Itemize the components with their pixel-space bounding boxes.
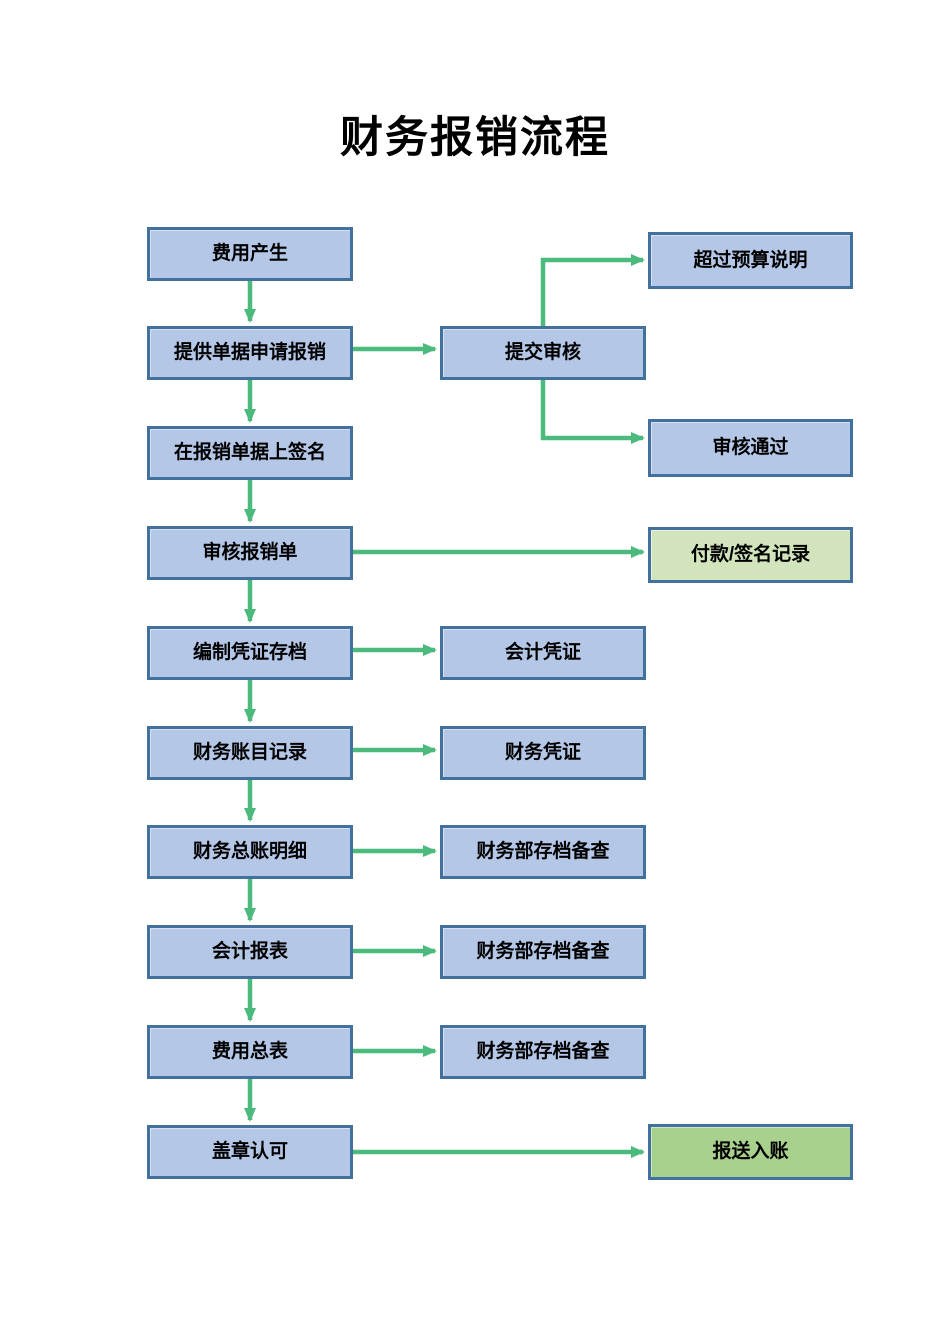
node-financial-account-records: 财务账目记录 [147,726,353,780]
node-review-passed: 审核通过 [648,419,853,477]
node-accounting-voucher: 会计凭证 [440,626,646,680]
node-finance-dept-archive-1: 财务部存档备查 [440,825,646,879]
node-financial-voucher: 财务凭证 [440,726,646,780]
node-payment-signature-record: 付款/签名记录 [648,527,853,583]
node-general-ledger-details: 财务总账明细 [147,825,353,879]
node-expense-incurred: 费用产生 [147,227,353,281]
node-accounting-statements: 会计报表 [147,925,353,979]
node-sign-on-reimbursement-documents: 在报销单据上签名 [147,426,353,480]
node-finance-dept-archive-2: 财务部存档备查 [440,925,646,979]
arrow-submit-review-to-over-budget [540,254,645,326]
node-expense-summary-table: 费用总表 [147,1025,353,1079]
node-stamp-approval: 盖章认可 [147,1125,353,1179]
node-review-reimbursement-form: 审核报销单 [147,526,353,580]
node-submit-review: 提交审核 [440,326,646,380]
arrow-submit-review-to-review-passed [540,380,645,444]
node-finance-dept-archive-3: 财务部存档备查 [440,1025,646,1079]
node-submit-for-posting: 报送入账 [648,1124,853,1180]
diagram-title: 财务报销流程 [340,114,610,162]
node-over-budget-explanation: 超过预算说明 [648,232,853,289]
node-provide-documents-apply: 提供单据申请报销 [147,326,353,380]
node-prepare-voucher-archive: 编制凭证存档 [147,626,353,680]
